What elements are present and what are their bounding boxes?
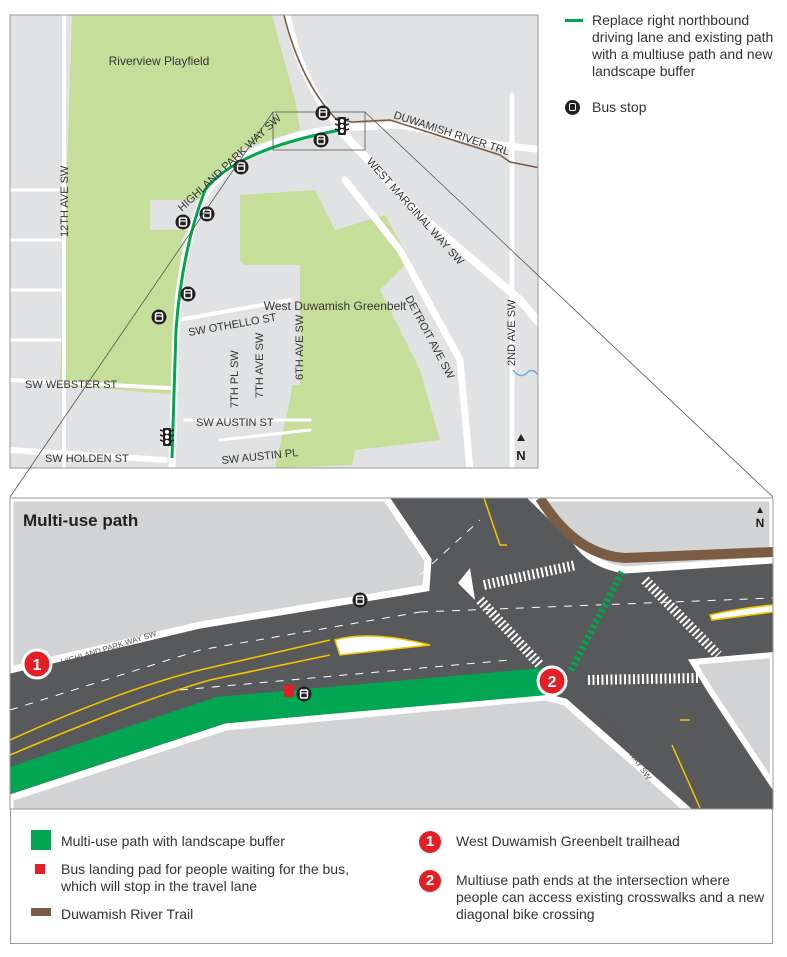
svg-text:2: 2	[548, 674, 557, 691]
north-label: N	[756, 516, 765, 530]
north-label: N	[516, 448, 525, 463]
svg-text:1: 1	[33, 657, 42, 674]
legend-item-marker-1: 1 West Duwamish Greenbelt trailhead	[416, 831, 766, 853]
green-line-swatch	[565, 19, 583, 22]
multiuse-path	[10, 668, 548, 794]
street-label: SW WEBSTER ST	[25, 379, 118, 391]
duwamish-river-trail-line	[283, 15, 538, 169]
street-label: SW AUSTIN ST	[196, 417, 274, 429]
street-label: SW HOLDEN ST	[45, 453, 129, 465]
legend-item-trail: Duwamish River Trail	[21, 906, 361, 923]
legend-label: Replace right northbound driving lane an…	[592, 12, 774, 79]
pad-swatch	[35, 864, 45, 874]
north-arrow-icon	[757, 507, 763, 513]
legend-item-marker-2: 2 Multiuse path ends at the intersection…	[416, 870, 766, 923]
legend-item-route: Replace right northbound driving lane an…	[562, 12, 784, 80]
street-label: 7TH PL SW	[229, 350, 241, 408]
bus-stop-icon	[180, 286, 196, 302]
street-label: 6TH AVE SW	[294, 314, 306, 380]
detail-map[interactable]: HIGHLAND PARK WAY SW W MARGINAL WAY SW 1…	[10, 498, 773, 812]
duwamish-river-trail	[535, 498, 773, 564]
marker-1: 1	[21, 648, 53, 680]
legend-label: Duwamish River Trail	[61, 906, 194, 922]
street-label: 12TH AVE SW	[59, 165, 71, 237]
bus-stop-icon	[296, 686, 312, 702]
bus-stop-icon	[315, 105, 331, 121]
greenbelt-area	[240, 190, 440, 468]
north-arrow-icon	[517, 434, 525, 441]
legend-item-pad: Bus landing pad for people waiting for t…	[21, 861, 361, 895]
legend-label: Multi-use path with landscape buffer	[61, 833, 285, 849]
street-label: 2ND AVE SW	[506, 299, 518, 366]
bus-stop-icon	[313, 132, 329, 148]
marker-1-icon: 1	[419, 831, 441, 853]
path-swatch	[31, 830, 51, 850]
multiuse-path-route	[170, 128, 341, 459]
diagonal-bike-crossing	[566, 570, 626, 674]
legend-label: Multiuse path ends at the intersection w…	[456, 872, 765, 922]
bus-stop-icon	[565, 100, 580, 115]
detail-legend: Multi-use path with landscape buffer Bus…	[10, 809, 773, 944]
overview-map[interactable]: Riverview Playfield West Duwamish Greenb…	[10, 10, 545, 470]
inset-connector	[364, 111, 774, 498]
lane-lines	[10, 519, 773, 711]
traffic-island	[334, 635, 431, 656]
bus-stop-icon	[352, 592, 368, 608]
legend-label: West Duwamish Greenbelt trailhead	[456, 833, 680, 849]
bus-landing-pad	[284, 685, 294, 697]
street-label: 7TH AVE SW	[254, 332, 266, 398]
park-label: Riverview Playfield	[109, 54, 210, 68]
land-block	[10, 693, 692, 809]
detail-title: Multi-use path	[23, 511, 138, 530]
bus-stop-icon	[175, 214, 191, 230]
marker-2-icon: 2	[419, 870, 441, 892]
legend-item-path: Multi-use path with landscape buffer	[21, 830, 391, 850]
park-label: West Duwamish Greenbelt	[264, 299, 407, 313]
crosswalks	[476, 560, 722, 685]
marker-2: 2	[536, 665, 568, 697]
map-legend: Replace right northbound driving lane an…	[562, 12, 784, 135]
legend-label: Bus landing pad for people waiting for t…	[61, 861, 349, 894]
legend-item-bus-stop: Bus stop	[562, 99, 784, 116]
bus-stop-icon	[151, 309, 167, 325]
trail-swatch	[31, 908, 51, 916]
inset-connector	[9, 111, 274, 498]
legend-label: Bus stop	[592, 99, 647, 115]
